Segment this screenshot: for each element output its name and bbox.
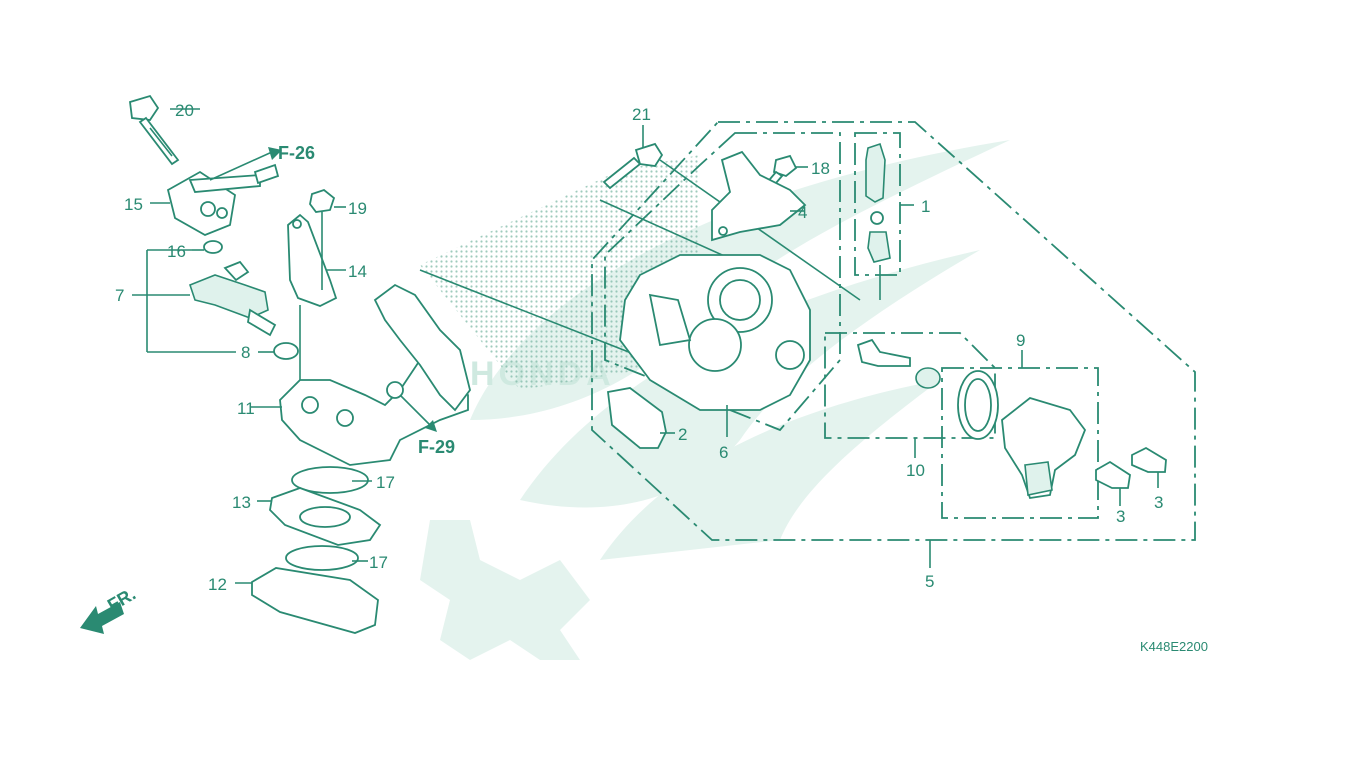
- callout-1: 1: [921, 197, 930, 216]
- bolt-20: [129, 94, 200, 166]
- gasket-2: [607, 387, 675, 449]
- sensor-9: [957, 350, 1087, 500]
- assembly-1-outline: [854, 132, 901, 276]
- callout-17a: 17: [376, 473, 395, 492]
- f29-arrow-icon: [399, 394, 437, 432]
- callout-15: 15: [124, 195, 143, 214]
- assembly-9-outline: [941, 367, 1099, 519]
- callout-12: 12: [208, 575, 227, 594]
- callout-3a: 3: [1116, 507, 1125, 526]
- callout-4: 4: [798, 203, 807, 222]
- injector-7: [132, 260, 277, 337]
- ref-f29-label: F-29: [418, 437, 455, 457]
- sensor-10: [856, 338, 941, 458]
- callout-14: 14: [348, 262, 367, 281]
- assembly-5-outline: [591, 121, 1196, 541]
- callout-2: 2: [678, 425, 687, 444]
- stay-14: [287, 212, 346, 307]
- o-ring-17a: [291, 466, 372, 494]
- callout-11: 11: [237, 399, 255, 418]
- screw-3a: [1095, 460, 1131, 506]
- front-direction-arrow-icon: [80, 602, 124, 634]
- bolt-21: [602, 125, 664, 190]
- callout-3b: 3: [1154, 493, 1163, 512]
- callout-20: 20: [175, 101, 194, 120]
- gasket-12: [235, 567, 379, 634]
- group-bracket-16-7-8: [146, 249, 236, 353]
- throttle-body-6: [619, 254, 811, 437]
- callout-19: 19: [348, 199, 367, 218]
- callout-13: 13: [232, 493, 251, 512]
- valve-1: [865, 142, 914, 263]
- fuel-connector-15: [150, 147, 282, 236]
- assembly-6-outline: [604, 132, 841, 432]
- nut-19: [309, 188, 346, 213]
- callout-8: 8: [241, 343, 250, 362]
- callout-9: 9: [1016, 331, 1025, 350]
- o-ring-16: [192, 240, 223, 254]
- seal-8: [258, 342, 299, 360]
- bracket-4: [711, 150, 807, 242]
- callout-5: 5: [925, 572, 934, 591]
- callout-10: 10: [906, 461, 925, 480]
- callout-7: 7: [115, 286, 124, 305]
- callout-6: 6: [719, 443, 728, 462]
- o-ring-17b: [285, 545, 368, 571]
- ref-f26-label: F-26: [278, 143, 315, 163]
- manifold-11: [250, 283, 471, 466]
- screw-3b: [1131, 446, 1167, 488]
- callout-17b: 17: [369, 553, 388, 572]
- image-code: K448E2200: [1140, 639, 1208, 654]
- joint-13: [257, 487, 382, 546]
- callout-labels: 1 2 3 3 4 5 6 7 8 9 10 11 12 13 14 15 16…: [115, 101, 1163, 594]
- callout-18: 18: [811, 159, 830, 178]
- callout-21: 21: [632, 105, 651, 124]
- callout-16: 16: [167, 242, 186, 261]
